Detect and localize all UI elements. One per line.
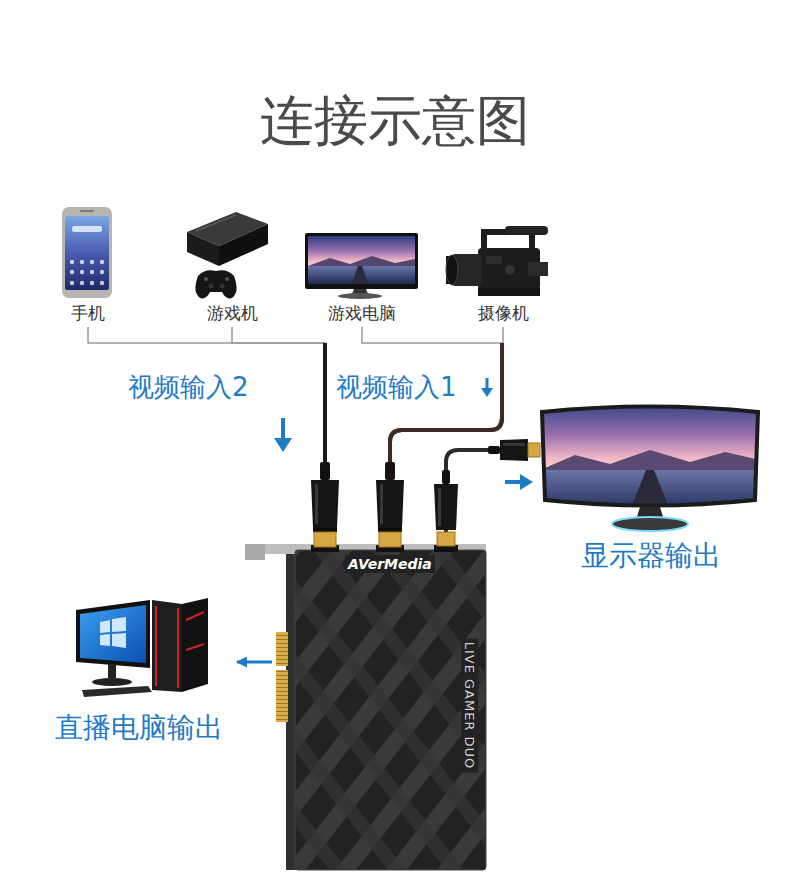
diagram-title: 连接示意图	[0, 88, 790, 154]
device-node: 游戏机	[184, 203, 280, 327]
capture-card-picture	[245, 544, 486, 870]
bracket-line	[88, 327, 325, 343]
device-node: 手机	[55, 203, 121, 327]
output-node: 显示器输出	[538, 403, 764, 575]
connector	[88, 327, 325, 545]
model-name: LIVE GAMER DUO	[461, 638, 478, 772]
card-node: AVerMediaLIVE GAMER DUO	[272, 545, 486, 872]
output-arrow	[237, 661, 272, 664]
bracket-line	[502, 327, 503, 343]
hdmi-cable	[446, 450, 538, 545]
connector	[237, 662, 272, 663]
device-caption: 游戏机	[207, 303, 258, 323]
monitor-picture	[540, 400, 760, 531]
computer-picture	[76, 598, 208, 697]
hdmi-plug	[376, 462, 404, 547]
hdmi-plug	[434, 470, 458, 546]
connector	[390, 327, 503, 545]
phone-picture	[62, 207, 112, 298]
hdmi-plug	[311, 462, 339, 547]
output-label: 直播电脑输出	[55, 711, 223, 745]
bracket-line	[232, 327, 325, 343]
output-label: 显示器输出	[581, 539, 721, 573]
device-caption: 手机	[71, 303, 105, 323]
connector	[446, 450, 538, 545]
device-node: 游戏电脑	[300, 203, 424, 327]
output-node: 直播电脑输出	[40, 595, 237, 747]
gaming-monitor-picture	[305, 233, 418, 299]
input-label: 视频输入2	[128, 372, 249, 402]
camera-picture	[446, 226, 548, 296]
connector	[232, 327, 325, 545]
console-picture	[187, 212, 268, 298]
device-caption: 摄像机	[478, 303, 529, 323]
hdmi-plug	[488, 439, 540, 461]
connector	[362, 327, 502, 545]
brand-logo: AVerMedia	[345, 555, 435, 573]
device-node: 摄像机	[446, 203, 560, 327]
bracket-line	[362, 327, 502, 343]
device-caption: 游戏电脑	[328, 303, 396, 323]
input-label: 视频输入1	[336, 372, 457, 402]
